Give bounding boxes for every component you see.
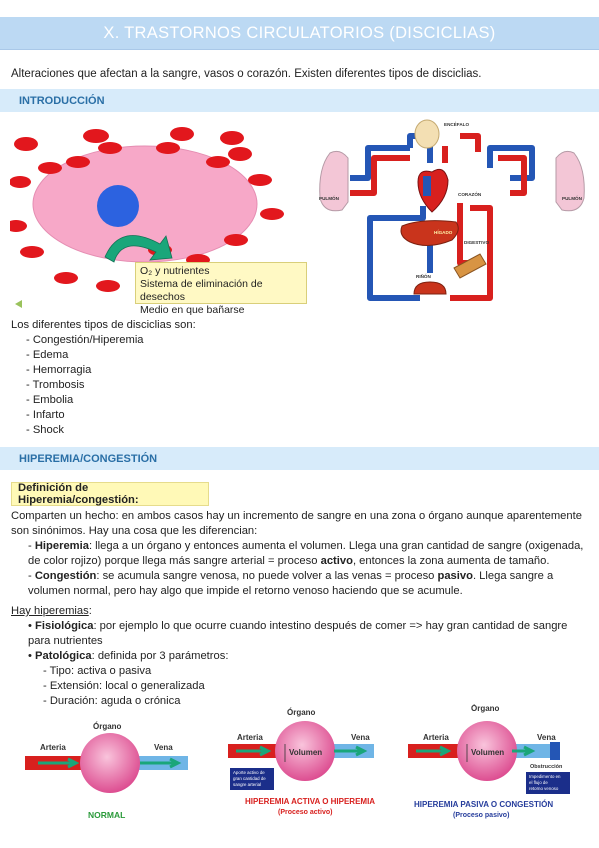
passive-caption-1: HIPEREMIA PASIVA O CONGESTIÓN (414, 800, 553, 809)
types-lead: Los diferentes tipos de disciclias son: (11, 319, 196, 331)
cell-nucleus (97, 185, 139, 227)
definition-text: Comparten un hecho: en ambos casos hay u… (11, 509, 589, 599)
list-item: Shock (26, 423, 196, 438)
hiperemia-term: Hiperemia (34, 540, 89, 552)
section-heading-hiperemia: HIPEREMIA/CONGESTIÓN (19, 452, 158, 465)
hiperemia-definition: - Hiperemia: llega a un órgano y entonce… (28, 540, 584, 567)
list-item: Trombosis (26, 378, 196, 393)
list-item: - Duración: aguda o crónica (43, 695, 181, 707)
organ-diagrams: Órgano Arteria Vena NORMAL Órgano Arteri… (25, 704, 570, 820)
list-item: - Extensión: local o generalizada (43, 680, 205, 692)
svg-text:gran cantidad de: gran cantidad de (233, 776, 266, 781)
kidney-shape (413, 281, 447, 295)
active-organ-label: Órgano (287, 708, 316, 717)
diagram-active: Órgano Arteria Vena Volumen Aporte activ… (228, 708, 375, 816)
intestine-shape (453, 253, 487, 279)
normal-organ-label: Órgano (93, 722, 122, 731)
list-item: Hemorragia (26, 363, 196, 378)
cell-callout: O₂ y nutrientes Sistema de eliminación d… (135, 262, 307, 316)
list-item: Edema (26, 348, 196, 363)
label-intestine: DIGESTIVO (464, 240, 489, 245)
page-title: X. TRASTORNOS CIRCULATORIOS (DISCICLIAS) (103, 23, 496, 42)
diagram-normal: Órgano Arteria Vena NORMAL (25, 722, 188, 820)
section-heading-introduccion: INTRODUCCIÓN (19, 94, 105, 107)
active-caption-2: (Proceso activo) (278, 809, 332, 816)
section-bar-hiperemia: HIPEREMIA/CONGESTIÓN (0, 447, 599, 470)
title-bar: X. TRASTORNOS CIRCULATORIOS (DISCICLIAS) (0, 17, 599, 50)
active-artery-label: Arteria (237, 733, 263, 742)
cell-diagram (10, 127, 284, 308)
hyperemia-types-heading: Hay hiperemias: (11, 605, 92, 617)
callout-line-1: O₂ y nutrientes (140, 265, 210, 277)
definition-box-label: Definición de Hiperemia/congestión: (18, 482, 139, 506)
physiological-item: • Fisiológica: por ejemplo lo que ocurre… (28, 620, 568, 647)
normal-artery-label: Arteria (40, 743, 66, 752)
label-lung-right: PULMÓN (562, 194, 583, 201)
active-volume-label: Volumen (289, 748, 322, 757)
list-item: - Tipo: activa o pasiva (43, 665, 152, 677)
active-vein-label: Vena (351, 733, 370, 742)
passive-volume-label: Volumen (471, 748, 504, 757)
hyperemia-types: Hay hiperemias: • Fisiológica: por ejemp… (11, 604, 589, 709)
label-kidney: RIÑÓN (416, 272, 431, 279)
diagram-passive: Órgano Arteria Vena Volumen Obstrucción … (408, 704, 570, 819)
svg-text:retorno venoso: retorno venoso (529, 786, 559, 791)
list-item: Embolia (26, 393, 196, 408)
lung-right-shape (555, 150, 585, 212)
label-heart: CORAZÓN (458, 190, 482, 197)
section-bar-introduccion: INTRODUCCIÓN (0, 89, 599, 112)
definition-intro: Comparten un hecho: en ambos casos hay u… (11, 510, 582, 537)
passive-obstruction-label: Obstrucción (530, 764, 563, 770)
label-liver: HÍGADO (434, 228, 453, 235)
normal-vein-label: Vena (154, 743, 173, 752)
normal-caption: NORMAL (88, 810, 125, 820)
label-brain: ENCÉFALO (444, 120, 469, 127)
congestion-definition: - Congestión: se acumula sangre venosa, … (28, 570, 554, 597)
types-list: Los diferentes tipos de disciclias son: … (11, 318, 196, 438)
active-caption-1: HIPEREMIA ACTIVA O HIPEREMIA (245, 797, 375, 806)
svg-text:Impedimento en: Impedimento en (529, 774, 561, 779)
callout-line-2: Sistema de eliminación de desechos (140, 278, 263, 303)
svg-text:el flujo de: el flujo de (529, 780, 548, 785)
circulation-diagram: ENCÉFALO PULMÓN PULMÓN CORAZÓN HÍGADO DI… (319, 119, 585, 301)
list-item: Congestión/Hiperemia (26, 333, 196, 348)
pathological-item: • Patológica: definida por 3 parámetros: (28, 650, 229, 662)
passive-vein-label: Vena (537, 733, 556, 742)
heart-shape (417, 168, 449, 213)
label-lung-left: PULMÓN (319, 194, 340, 201)
svg-text:Aporte activo de: Aporte activo de (233, 770, 265, 775)
cell-arrow (104, 235, 173, 263)
svg-text:sangre arterial: sangre arterial (233, 782, 261, 787)
definition-box: Definición de Hiperemia/congestión: (11, 482, 209, 506)
intro-text: Alteraciones que afectan a la sangre, va… (11, 68, 482, 80)
callout-line-3: Medio en que bañarse (140, 304, 245, 316)
passive-caption-2: (Proceso pasivo) (453, 812, 509, 819)
passive-organ-label: Órgano (471, 704, 500, 713)
brain-shape (414, 119, 440, 149)
congestion-term: Congestión (34, 570, 97, 582)
lung-left-shape (319, 150, 349, 212)
list-item: Infarto (26, 408, 196, 423)
liver-shape (400, 220, 459, 246)
passive-artery-label: Arteria (423, 733, 449, 742)
